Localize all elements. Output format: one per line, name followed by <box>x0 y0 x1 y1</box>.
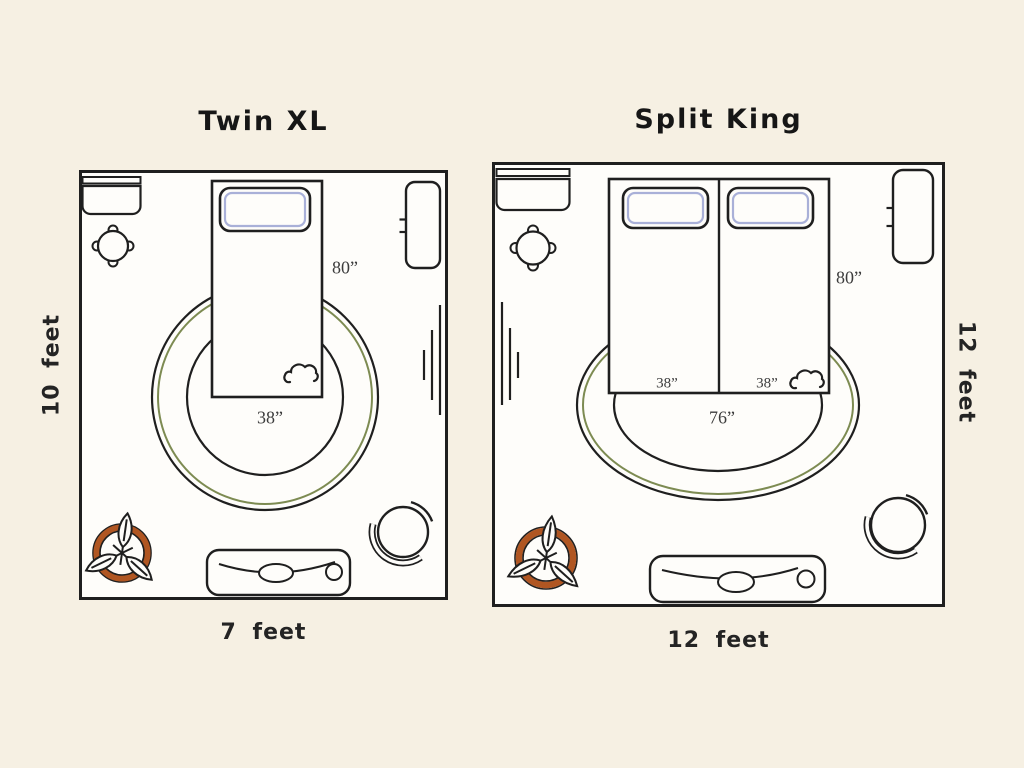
right-mattress-width-label: 38” <box>756 375 778 392</box>
potted-plant-icon <box>506 514 579 590</box>
storage-bench-icon <box>205 548 352 597</box>
combined-width-label: 76” <box>709 407 735 428</box>
room-width-label-twin: 7 feet <box>220 620 307 645</box>
floorplan-canvas-twin <box>79 170 448 600</box>
left-pillow-icon <box>621 186 710 230</box>
room-floorplan-twin-xl: 80” 38” <box>79 170 448 600</box>
panel-title-twin-xl: Twin XL <box>198 106 329 137</box>
left-mattress-width-label: 38” <box>656 375 678 392</box>
room-height-label-twin: 10 feet <box>39 313 65 417</box>
twin-xl-bed-icon <box>210 179 324 399</box>
side-table-icon <box>509 224 557 272</box>
room-floorplan-split-king: 80” 38” 38” 76” <box>492 162 945 607</box>
dresser-icon <box>81 184 142 216</box>
papasan-chair-icon <box>863 493 929 560</box>
wall-shelf-icon <box>81 176 142 185</box>
pillow-icon <box>218 186 312 233</box>
wall-shelf-icon <box>495 168 571 177</box>
split-king-beds-icon <box>607 177 831 395</box>
dresser-icon <box>495 177 571 212</box>
panel-title-split-king: Split King <box>634 104 803 135</box>
potted-plant-icon <box>84 511 153 583</box>
wall-art-lines-icon <box>422 305 442 415</box>
right-pillow-icon <box>726 186 815 230</box>
papasan-chair-icon <box>368 500 434 567</box>
wall-art-lines-icon <box>500 302 520 405</box>
side-table-icon <box>91 224 135 268</box>
wall-bench-icon <box>399 180 442 270</box>
mattress-length-label: 80” <box>332 257 358 278</box>
mattress-width-label: 38” <box>257 407 283 428</box>
blanket-fold-icon <box>283 363 319 384</box>
mattress-length-label: 80” <box>836 267 862 288</box>
wall-bench-icon <box>886 168 935 265</box>
room-width-label-split: 12 feet <box>667 628 770 653</box>
storage-bench-icon <box>648 554 827 604</box>
floorplan-canvas-split <box>492 162 945 607</box>
blanket-fold-icon <box>789 369 825 390</box>
room-height-label-split: 12 feet <box>953 320 979 424</box>
